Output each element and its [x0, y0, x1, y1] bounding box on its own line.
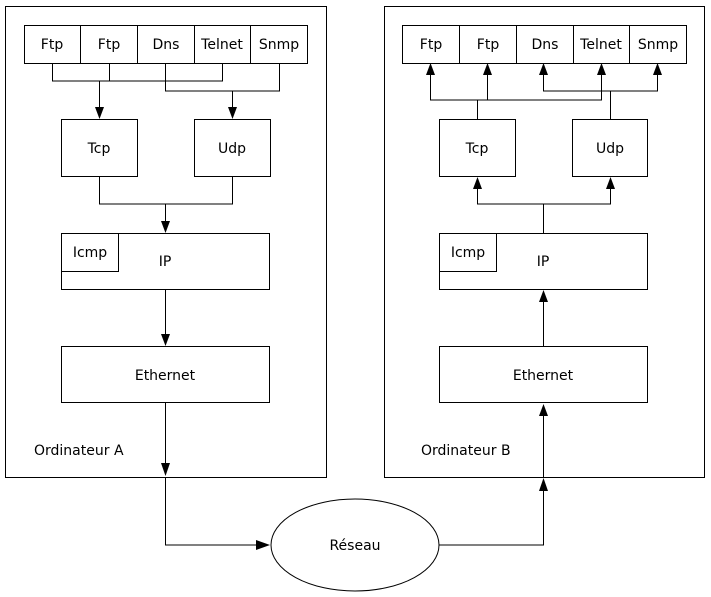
app-label-telnet: Telnet — [579, 37, 622, 53]
arrow-down-icon — [161, 221, 170, 233]
arrow-up-icon — [539, 404, 548, 416]
link-a-to-network — [165, 477, 258, 546]
arrow-up-icon — [426, 63, 435, 75]
app-box — [459, 25, 517, 64]
computer-a-app-wires — [52, 63, 280, 119]
arrow-down-icon — [95, 107, 104, 119]
app-label-dns: Dns — [532, 37, 559, 53]
arrow-up-icon — [539, 63, 548, 75]
computer-a-icmp-label: Icmp — [73, 245, 107, 261]
computer-a-app-row: Ftp Ftp Dns Telnet Snmp — [24, 25, 308, 64]
computer-a-udp-box — [194, 119, 271, 177]
computer-b-tcp-label: Tcp — [465, 141, 489, 157]
network-label: Réseau — [329, 538, 380, 554]
arrow-down-icon — [228, 107, 237, 119]
app-box — [516, 25, 574, 64]
app-label-dns: Dns — [153, 37, 180, 53]
computer-a-ethernet-box — [61, 346, 270, 403]
computer-b-icmp-label: Icmp — [451, 245, 485, 261]
link-network-to-b — [439, 490, 544, 546]
app-label-ftp: Ftp — [477, 37, 500, 53]
app-label-ftp: Ftp — [41, 37, 64, 53]
computer-a-ethernet-label: Ethernet — [135, 368, 196, 384]
computer-b: Ftp Ftp Dns Telnet Snmp Tcp Udp — [384, 6, 705, 478]
computer-a-label: Ordinateur A — [34, 443, 124, 459]
app-box — [250, 25, 308, 64]
computer-b-app-wires — [426, 63, 662, 119]
computer-b-label: Ordinateur B — [421, 443, 511, 459]
arrow-up-icon — [473, 177, 482, 189]
arrow-up-icon — [653, 63, 662, 75]
network: Réseau — [165, 477, 548, 592]
computer-a-tcp-box — [61, 119, 138, 177]
app-label-ftp: Ftp — [98, 37, 121, 53]
arrow-up-icon — [606, 177, 615, 189]
app-label-snmp: Snmp — [259, 37, 299, 53]
app-label-ftp: Ftp — [420, 37, 443, 53]
arrow-right-icon — [256, 540, 270, 550]
computer-b-icmp-box — [439, 233, 497, 272]
computer-b-app-row: Ftp Ftp Dns Telnet Snmp — [402, 25, 687, 64]
app-box — [573, 25, 630, 64]
computer-a-udp-label: Udp — [218, 141, 246, 157]
computer-b-ethernet-box — [439, 346, 648, 403]
computer-b-udp-label: Udp — [596, 141, 624, 157]
arrow-up-icon — [597, 63, 606, 75]
computer-a-icmp-box — [61, 233, 119, 272]
computer-b-udp-box — [572, 119, 648, 177]
app-box — [24, 25, 81, 64]
computer-a-transport-wires — [99, 176, 233, 233]
computer-b-ip-label: IP — [537, 254, 550, 270]
app-label-snmp: Snmp — [638, 37, 678, 53]
computer-a-ip-label: IP — [159, 254, 172, 270]
app-label-telnet: Telnet — [200, 37, 243, 53]
arrow-down-icon — [161, 334, 170, 346]
arrow-down-icon — [161, 463, 170, 476]
app-box — [402, 25, 460, 64]
computer-b-transport-wires — [473, 177, 615, 233]
arrow-up-icon — [483, 63, 492, 75]
computer-b-tcp-box — [439, 119, 516, 177]
computer-a-tcp-label: Tcp — [87, 141, 111, 157]
computer-b-ethernet-label: Ethernet — [513, 368, 574, 384]
computer-a: Ftp Ftp Dns Telnet Snmp Tcp Udp — [5, 6, 327, 478]
arrow-up-icon — [539, 478, 548, 491]
arrow-up-icon — [539, 290, 548, 302]
app-box — [629, 25, 687, 64]
